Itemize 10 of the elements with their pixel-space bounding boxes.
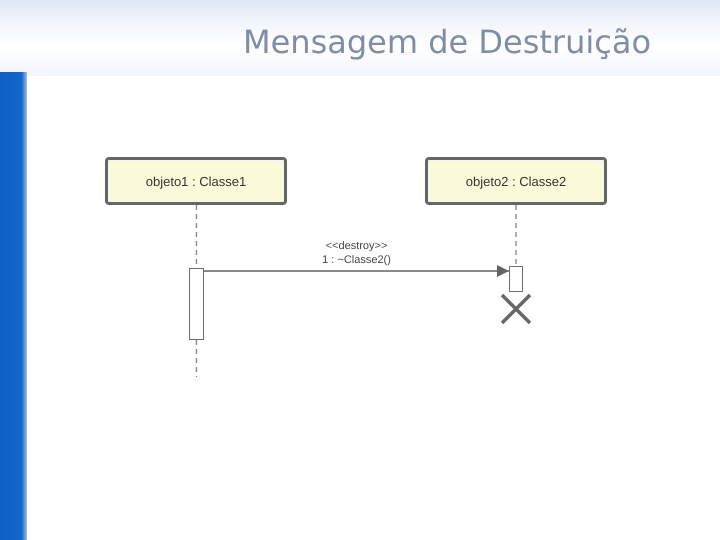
object-label: objeto1 : Classe1 (146, 174, 246, 188)
activation-bar (189, 268, 204, 340)
object-box (425, 157, 607, 205)
activation-bar (509, 266, 523, 292)
lifeline (515, 205, 517, 266)
object-label: objeto2 : Classe2 (466, 174, 566, 188)
slide-title: Mensagem de Destruição (243, 23, 652, 61)
message-arrow (204, 265, 509, 277)
lifeline (196, 340, 198, 377)
object-box (105, 157, 287, 205)
